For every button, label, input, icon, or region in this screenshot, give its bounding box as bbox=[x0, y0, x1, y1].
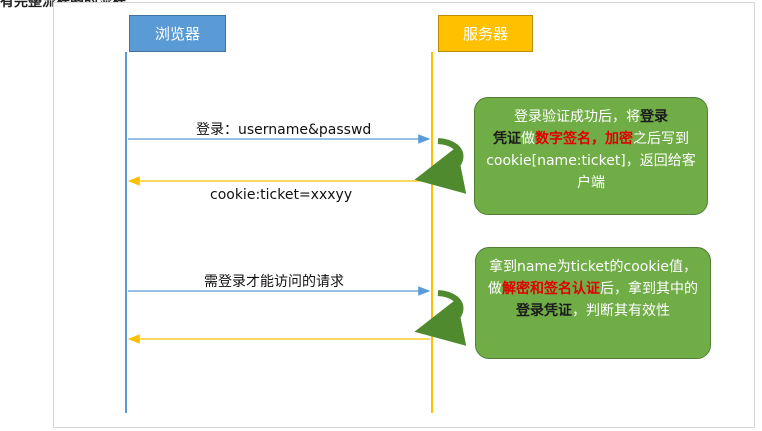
process-curve-1 bbox=[414, 138, 467, 194]
browser-participant: 浏览器 bbox=[129, 15, 226, 52]
diagram-lines bbox=[125, 52, 467, 413]
sequence-diagram: 浏览器 服务器 登录：username&passwd cookie:ticket… bbox=[53, 2, 755, 428]
server-note-verify: 拿到name为ticket的cookie值，做解密和签名认证后，拿到其中的登录凭… bbox=[475, 247, 711, 359]
process-curve-2 bbox=[414, 290, 467, 346]
cookie-message-label: cookie:ticket=xxxyy bbox=[210, 187, 353, 203]
request-message-label: 需登录才能访问的请求 bbox=[204, 274, 344, 290]
server-note-login: 登录验证成功后，将登录 凭证做数字签名，加密之后写到cookie[name:ti… bbox=[474, 97, 708, 215]
login-message-label: 登录：username&passwd bbox=[196, 122, 372, 138]
server-participant: 服务器 bbox=[438, 15, 533, 52]
